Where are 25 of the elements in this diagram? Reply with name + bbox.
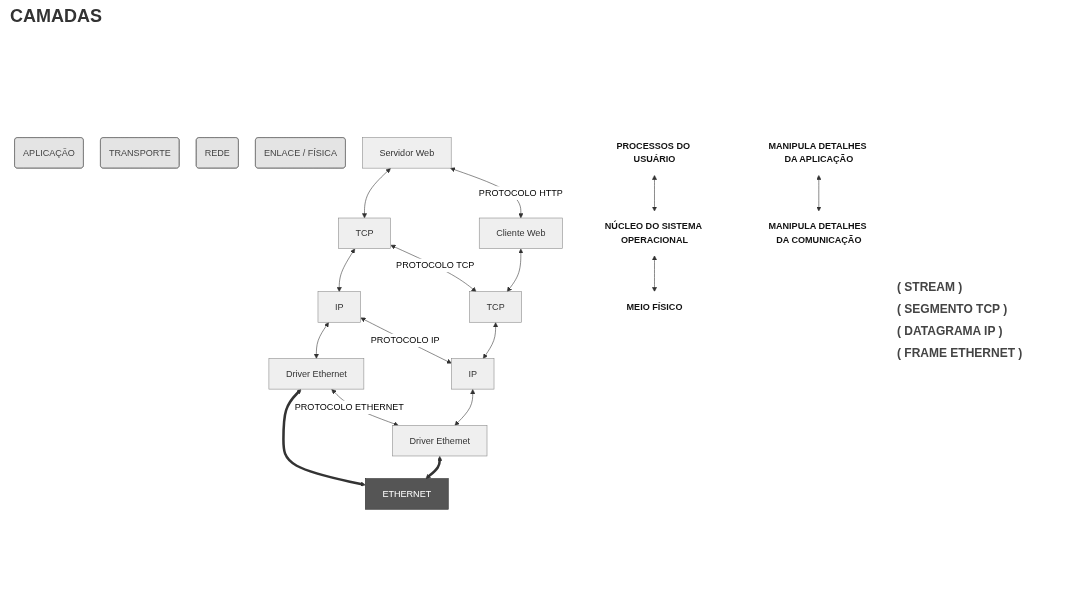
arrow	[282, 389, 366, 487]
edge-label: PROTOCOLO HTTP	[478, 187, 563, 198]
edge-label: PROTOCOLO IP	[370, 335, 440, 345]
node-box: TCP	[338, 217, 391, 249]
node-box: Servidor Web	[362, 137, 452, 169]
node-text: PROCESSOS DO USUÁRIO	[616, 140, 691, 165]
diagram-title: CAMADAS	[10, 6, 103, 27]
node-box: Driver Ethemet	[392, 425, 488, 457]
node-box: IP	[317, 291, 361, 323]
node-text: MEIO FÍSICO	[626, 301, 683, 312]
node-text: MANIPULA DETALHES DA APLICAÇÃO	[768, 140, 867, 165]
edge-label: PROTOCOLO TCP	[396, 260, 475, 270]
node-text: MANIPULA DETALHES DA COMUNICAÇÃO	[768, 221, 867, 245]
node-box: IP	[451, 358, 495, 390]
edge-label: PROTOCOLO ETHERNET	[294, 402, 404, 412]
note-text: ( SEGMENTO TCP )	[897, 302, 1009, 316]
node-text: NÚCLEO DO SISTEMA OPERACIONAL	[604, 221, 702, 245]
note-text: ( DATAGRAMA IP )	[897, 324, 1004, 338]
note-text: ( FRAME ETHERNET )	[897, 346, 1024, 360]
node-box: Cliente Web	[478, 217, 563, 249]
node-box: ETHERNET	[365, 478, 449, 510]
node-box: TCP	[469, 291, 522, 323]
arrow	[425, 456, 443, 479]
node-box: Driver Ethernet	[268, 358, 365, 390]
note-text: ( STREAM )	[897, 280, 964, 294]
